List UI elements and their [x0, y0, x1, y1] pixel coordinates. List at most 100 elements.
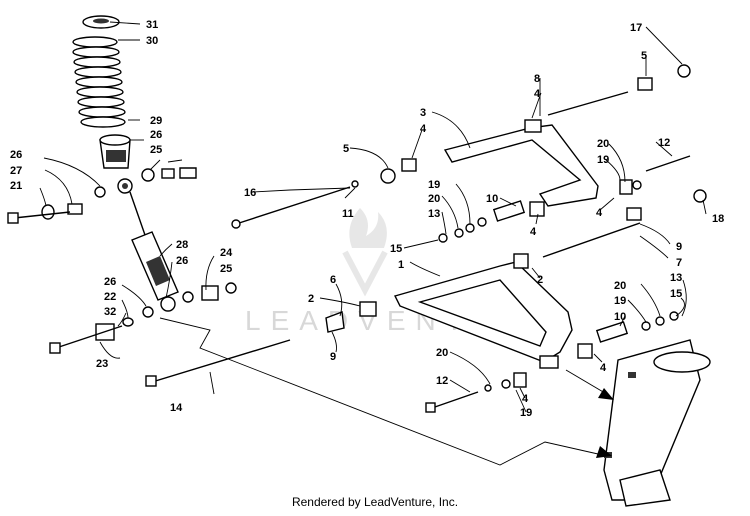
lower-washer-right: [182, 291, 194, 303]
bushing-4-arm: [529, 201, 545, 217]
callout: 12: [436, 375, 448, 387]
callout: 15: [670, 288, 682, 300]
shock-assembly: [7, 15, 237, 354]
callout: 4: [522, 393, 529, 405]
coil-spring: [72, 36, 126, 128]
callout: 13: [428, 208, 440, 220]
callout: 4: [420, 123, 427, 135]
callout: 4: [600, 362, 607, 374]
callout: 20: [614, 280, 626, 292]
callout: 20: [597, 138, 609, 150]
callout: 20: [428, 193, 440, 205]
callout: 5: [641, 50, 647, 62]
callout: 19: [428, 179, 440, 191]
nut-17: [677, 64, 691, 78]
bolt-12-lower: [431, 391, 479, 409]
lower-bushing-left: [142, 306, 154, 318]
upper-bushing-right: [141, 168, 155, 182]
lower-a-arm: [325, 253, 679, 392]
callout: 26: [176, 255, 188, 267]
callout: 26: [104, 276, 116, 288]
pivot-shaft-8: [547, 91, 629, 116]
nut-18: [693, 189, 707, 203]
long-bolt-16: [235, 186, 351, 225]
callout: 25: [220, 263, 232, 275]
upper-arm-bushing: [524, 119, 542, 133]
washer-19-upper: [632, 180, 642, 190]
footer-credit: Rendered by LeadVenture, Inc.: [291, 495, 459, 509]
callout: 4: [596, 207, 603, 219]
callout: 11: [342, 208, 354, 220]
lower-shock-bolt-head: [49, 342, 61, 354]
lower-a-arm-opening: [417, 279, 547, 347]
bushing-4-upper: [401, 158, 417, 172]
upper-spacer-left: [67, 203, 83, 215]
callout: 14: [170, 402, 183, 414]
callout: 27: [10, 165, 22, 177]
callout: 32: [104, 306, 116, 318]
callout: 29: [150, 115, 162, 127]
bushing-4-bottom: [513, 372, 527, 388]
lower-nut-right: [225, 282, 237, 294]
callout: 18: [712, 213, 724, 225]
bushing-4-lower: [539, 355, 559, 369]
callout: 26: [150, 129, 162, 141]
upper-nut: [179, 167, 197, 179]
lower-bushing-right: [201, 285, 219, 301]
callout: 17: [630, 22, 642, 34]
spindle: [603, 339, 711, 507]
upper-a-arm-body: [443, 124, 599, 207]
callout: 23: [96, 358, 108, 370]
callout: 24: [220, 247, 233, 259]
callout: 6: [330, 274, 336, 286]
callout: 31: [146, 19, 158, 31]
callout: 8: [534, 73, 540, 85]
callout: 22: [104, 291, 116, 303]
callout: 28: [176, 239, 188, 251]
callout: 2: [537, 274, 543, 286]
shock-shaft: [129, 191, 146, 236]
spindle-foot: [619, 469, 671, 507]
bushing-9-right: [626, 207, 642, 221]
callout: 3: [420, 107, 426, 119]
callout: 20: [436, 347, 448, 359]
callout: 10: [614, 311, 626, 323]
callout: 19: [520, 407, 532, 419]
callout: 4: [534, 88, 541, 100]
callout: 2: [308, 293, 314, 305]
callout: 21: [10, 180, 22, 192]
spindle-top: [653, 351, 711, 373]
bushing-4-lower-right: [577, 343, 593, 359]
upper-washer-left: [41, 204, 55, 220]
callout: 16: [244, 187, 256, 199]
bushing-4-mid: [619, 179, 633, 195]
part-numbers: 31 30 29 26 25 26 27 21 28 26 24 25 26 2…: [10, 19, 724, 419]
callout: 19: [614, 295, 626, 307]
callout: 7: [676, 257, 682, 269]
lower-washer-left: [122, 317, 134, 327]
shock-lower-eye: [160, 296, 176, 312]
callout: 13: [670, 272, 682, 284]
pivot-shaft-7: [542, 222, 641, 258]
callout: 25: [150, 144, 162, 156]
callout: 5: [343, 143, 349, 155]
watermark-logo-icon: [342, 208, 388, 297]
arrow-head-icon: [598, 388, 614, 400]
upper-shock-bolt: [13, 211, 71, 219]
callout: 12: [658, 137, 670, 149]
assembly-arrows: [596, 388, 614, 458]
callout: 9: [330, 351, 336, 363]
callout: 9: [676, 241, 682, 253]
bushing-2-lower: [513, 253, 529, 269]
bushing-2-left: [359, 301, 377, 317]
callout: 19: [597, 154, 609, 166]
callout: 30: [146, 35, 158, 47]
callout: 26: [10, 149, 22, 161]
bushing-5-right: [637, 77, 653, 91]
bushing-5-upper: [380, 168, 396, 184]
lower-shock-bolt: [55, 325, 123, 349]
spring-seat-thread: [106, 150, 126, 162]
upper-a-arm: [351, 64, 707, 243]
